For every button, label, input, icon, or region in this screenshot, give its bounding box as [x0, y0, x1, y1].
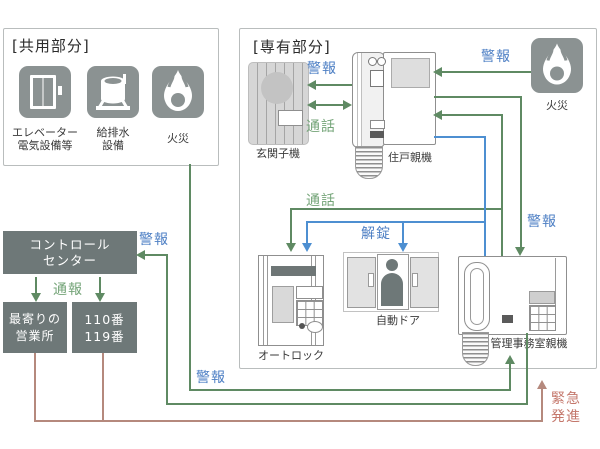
call-line: [441, 114, 503, 116]
emergency-numbers-box: 110番 119番: [72, 302, 137, 353]
unlock-line: [306, 221, 486, 223]
unlock-line: [402, 221, 404, 244]
dwelling-unit-led: [368, 57, 377, 66]
dwelling-unit-cord: [355, 146, 383, 179]
entrance-call-button: [278, 110, 303, 126]
arrowhead-down: [286, 243, 296, 252]
arrowhead-right: [343, 100, 352, 110]
alarm-line-office-to-center: [166, 403, 528, 405]
autolock-display: [296, 286, 323, 299]
unlock-line: [306, 221, 308, 244]
office-unit-handset-inner: [470, 268, 484, 325]
alarm-label-fire: 警報: [481, 49, 511, 65]
alarm-line-to-entrance: [315, 84, 352, 86]
elevator-label: エレベーター 電気設備等: [12, 126, 78, 152]
alarm-label-center: 警報: [139, 232, 169, 248]
alarm-line-office-to-center: [144, 254, 168, 256]
dwelling-unit-button: [370, 131, 384, 138]
unlock-line: [484, 136, 486, 256]
report-label: 通報: [53, 282, 83, 298]
autolock-speaker-button: [307, 321, 323, 333]
alarm-line-fire-to-dwelling: [441, 71, 531, 73]
common-area-title: [共用部分]: [12, 37, 90, 55]
alarm-line-office-to-center: [526, 333, 528, 405]
fire-common-label: 火災: [167, 132, 189, 145]
entrance-speaker: [261, 72, 293, 104]
dispatch-line: [541, 388, 543, 422]
dwelling-unit-button: [370, 120, 385, 129]
arrowhead-down: [398, 243, 408, 252]
report-line: [99, 277, 101, 294]
auto-door-handle: [368, 273, 374, 287]
dwelling-unit-label: 住戸親機: [388, 151, 432, 164]
autolock-led: [299, 323, 305, 329]
alarm-label-office: 警報: [527, 214, 557, 230]
alarm-line-common-to-office: [509, 363, 511, 391]
alarm-line-office-to-center: [166, 255, 168, 405]
call-label-mid: 通話: [306, 193, 336, 209]
dispatch-line: [34, 353, 36, 422]
fire-icon: [531, 38, 583, 93]
arrowhead-up: [537, 380, 547, 389]
unlock-line: [434, 136, 486, 138]
person-icon: [386, 259, 398, 271]
office-unit-button: [502, 315, 513, 323]
water-supply-label: 給排水 設備: [96, 126, 130, 152]
arrowhead-left: [307, 100, 316, 110]
alarm-label-bottom: 警報: [196, 370, 226, 386]
nearest-office-box: 最寄りの 営業所: [3, 302, 67, 353]
fire-private-label: 火災: [546, 99, 568, 112]
call-line: [290, 208, 502, 210]
alarm-line-dwelling-to-office: [520, 96, 522, 247]
dwelling-unit-button: [370, 70, 384, 87]
arrowhead-down: [31, 293, 41, 302]
dispatch-label-line1: 緊急: [551, 391, 581, 407]
alarm-line-dwelling-to-office: [434, 96, 522, 98]
alarm-label-entrance: 警報: [307, 61, 337, 77]
dwelling-unit-led: [377, 57, 386, 66]
arrowhead-left: [433, 110, 442, 120]
person-icon: [381, 273, 403, 306]
arrowhead-left: [433, 67, 442, 77]
autolock-nameplate: [271, 266, 316, 276]
private-area-title: [専有部分]: [253, 38, 331, 56]
dispatch-line: [102, 353, 104, 422]
alarm-line-common-to-office: [189, 389, 511, 391]
elevator-icon: [19, 66, 71, 118]
office-unit-label: 管理事務室親機: [490, 337, 568, 350]
auto-door-label: 自動ドア: [376, 314, 420, 327]
auto-door-handle: [412, 273, 418, 287]
entrance-unit-label: 玄関子機: [256, 147, 300, 160]
call-label-entrance: 通話: [306, 119, 336, 135]
call-line: [501, 114, 503, 256]
unlock-label: 解錠: [361, 226, 391, 242]
arrowhead-down: [515, 247, 525, 256]
autolock-label: オートロック: [258, 349, 324, 362]
office-unit-cord: [462, 332, 489, 366]
dwelling-unit-screen: [391, 58, 430, 88]
alarm-line-common-to-office: [189, 164, 191, 391]
call-line-entrance: [315, 104, 345, 106]
autolock-camera: [272, 286, 294, 323]
arrowhead-left: [307, 80, 316, 90]
dispatch-label-line2: 発進: [551, 409, 581, 425]
water-tank-icon: [87, 66, 139, 118]
office-unit-display: [529, 291, 555, 304]
control-center-box: コントロール センター: [3, 231, 137, 274]
arrowhead-down: [95, 293, 105, 302]
arrowhead-left: [136, 250, 145, 260]
call-line: [290, 208, 292, 244]
arrowhead-down: [302, 243, 312, 252]
office-unit-keypad: [529, 305, 556, 331]
fire-icon: [152, 66, 204, 118]
report-line: [35, 277, 37, 294]
dispatch-line: [34, 420, 543, 422]
office-unit-divider: [555, 258, 556, 331]
arrowhead-up: [505, 355, 515, 364]
